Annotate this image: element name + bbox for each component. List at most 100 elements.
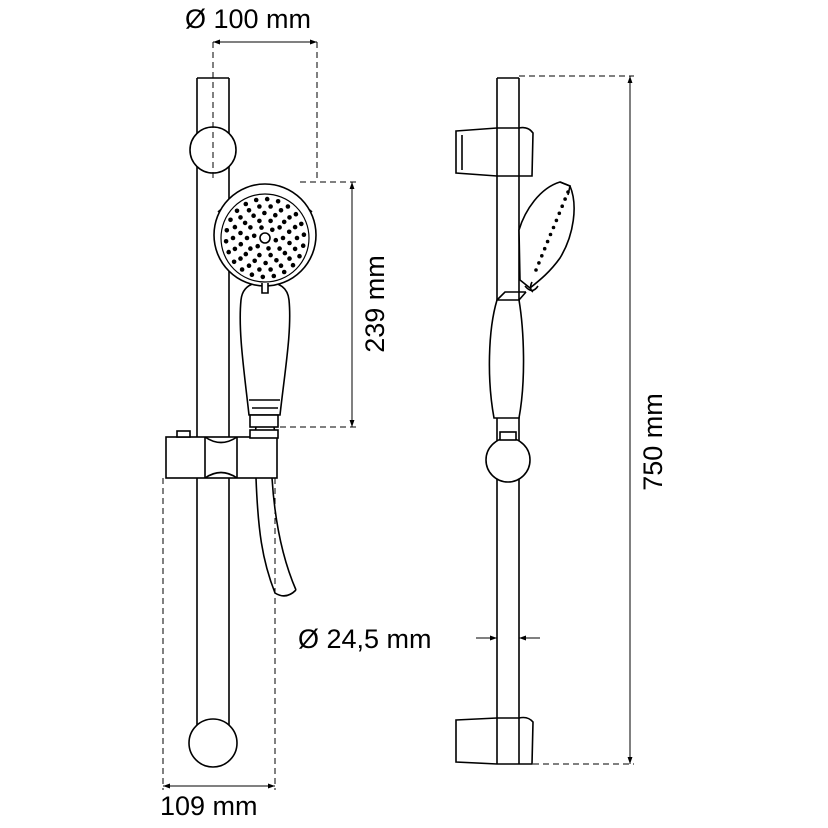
nozzle-dot: [270, 227, 275, 233]
nozzle-dot: [297, 253, 302, 259]
nozzle-dot: [259, 225, 264, 230]
dim-head-diameter: [212, 39, 318, 182]
nozzle-dot: [274, 258, 279, 263]
nozzle-dot: [251, 213, 256, 218]
nozzle-dot: [257, 252, 262, 258]
nozzle-dot: [277, 246, 282, 251]
nozzle-dot: [251, 233, 257, 239]
side-nozzle-dot: [557, 211, 562, 216]
nozzle-dot: [238, 215, 243, 220]
nozzle-dot: [268, 218, 273, 224]
nozzle-dot: [287, 240, 292, 246]
side-nozzle-dot: [560, 204, 564, 208]
front-handle: [239, 281, 291, 416]
nozzle-dot: [243, 251, 249, 257]
nozzle-dot: [278, 208, 284, 213]
nozzle-dot: [249, 272, 255, 278]
nozzle-dot: [273, 237, 279, 243]
side-nozzle-dot: [534, 268, 538, 272]
nozzle-dot: [271, 273, 277, 279]
nozzle-dot: [287, 215, 292, 220]
side-nozzle-dot: [540, 254, 544, 258]
nozzle-dot: [262, 210, 267, 216]
nozzle-dot: [281, 219, 287, 225]
nozzle-dot: [275, 199, 281, 204]
nozzle-dot: [286, 229, 292, 235]
nozzle-dot: [260, 274, 266, 280]
side-nozzle-dot: [548, 232, 553, 237]
dimension-lines: [162, 39, 634, 790]
nozzle-dot: [290, 262, 296, 268]
nozzle-dot: [268, 267, 273, 272]
side-nozzle-dot: [563, 197, 567, 201]
dim-handset-length: [270, 181, 356, 428]
side-top-bracket: [455, 126, 534, 177]
side-shower-nozzles: [534, 190, 570, 272]
nozzle-dot: [230, 235, 236, 241]
nozzle-dot: [238, 241, 244, 247]
nozzle-dot: [238, 230, 243, 236]
nozzle-dot: [234, 208, 240, 214]
nozzle-dot: [232, 246, 238, 252]
nozzle-dot: [246, 208, 252, 213]
side-shower-head: [518, 181, 575, 293]
nozzle-dot: [277, 225, 282, 230]
nozzle-dot: [246, 263, 252, 269]
nozzle-dot: [301, 232, 307, 237]
side-slider-knob: [485, 437, 531, 483]
nozzle-dot: [255, 243, 260, 249]
dim-head-diameter-label: Ø 100 mm: [185, 4, 311, 34]
nozzle-dot: [268, 204, 273, 209]
nozzle-dot: [238, 256, 243, 261]
dim-holder-width: [162, 478, 276, 790]
dim-rail-length-label: 750 mm: [638, 393, 668, 491]
nozzle-dot: [280, 235, 286, 241]
dim-holder-width-label: 109 mm: [160, 791, 258, 821]
front-hose: [255, 477, 297, 594]
nozzle-dot: [292, 246, 298, 252]
nozzle-dot: [273, 212, 278, 218]
nozzle-dot: [232, 224, 238, 230]
front-view: [165, 77, 317, 768]
nozzle-dot: [242, 220, 248, 226]
nozzle-dot: [226, 249, 231, 255]
nozzle-dot: [257, 204, 262, 209]
side-nozzle-dot: [542, 246, 547, 251]
side-nozzle-dot: [551, 225, 556, 230]
nozzle-dot: [239, 267, 245, 272]
nozzle-dot: [299, 221, 304, 227]
front-shower-nozzles: [223, 196, 307, 280]
nozzle-dot: [228, 217, 233, 223]
side-handle: [488, 299, 525, 419]
nozzle-dot: [281, 269, 287, 275]
nozzle-dot: [248, 246, 253, 251]
dim-handset-length-label: 239 mm: [360, 255, 390, 353]
nozzle-dot: [287, 256, 292, 261]
dim-rail-length: [519, 75, 634, 765]
nozzle-dot: [294, 235, 300, 241]
front-bottom-bracket: [188, 718, 238, 768]
nozzle-dot: [268, 252, 273, 258]
nozzle-dot: [263, 260, 268, 266]
nozzle-dot: [257, 218, 262, 224]
nozzle-dot: [253, 197, 259, 203]
dim-rail-diameter-label: Ø 24,5 mm: [298, 624, 432, 654]
nozzle-dot: [292, 224, 298, 230]
nozzle-dot: [243, 201, 249, 207]
front-slider-holder: [165, 429, 279, 479]
side-nozzle-dot: [566, 190, 570, 194]
nozzle-dot: [244, 235, 250, 241]
nozzle-dot: [223, 239, 229, 244]
side-nozzle-dot: [537, 261, 541, 265]
nozzle-dot: [224, 228, 230, 233]
nozzle-dot: [282, 250, 288, 256]
nozzle-dot: [252, 258, 257, 264]
nozzle-dot: [285, 204, 291, 209]
nozzle-dot: [266, 246, 271, 251]
nozzle-dot: [293, 211, 299, 217]
nozzle-dot: [278, 263, 284, 269]
side-bottom-bracket: [455, 716, 534, 765]
nozzle-dot: [257, 267, 262, 272]
